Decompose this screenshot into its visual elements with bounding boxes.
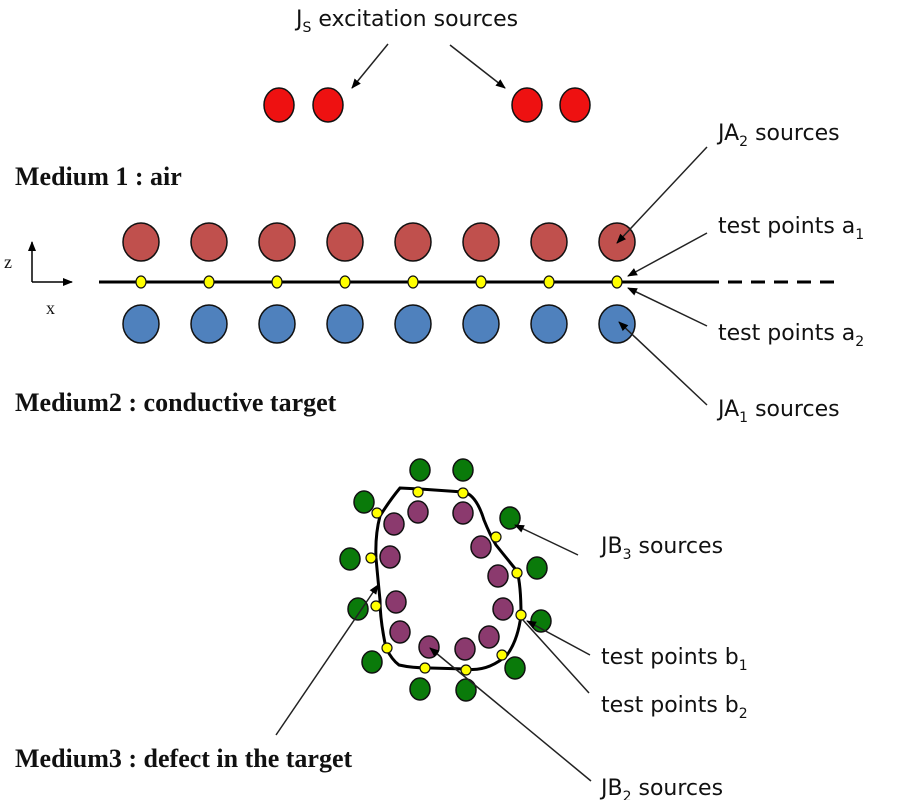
jb3-sources xyxy=(339,458,552,702)
jb2-source xyxy=(385,590,407,614)
test-point-a xyxy=(611,275,623,289)
test-point-a xyxy=(339,275,351,289)
tpa2-arrow xyxy=(627,287,708,327)
ja1-source xyxy=(394,304,432,344)
js-excitation-label: JS excitation sources xyxy=(294,7,518,36)
test-point-b xyxy=(457,487,469,499)
ja2-source xyxy=(530,222,568,262)
jb3-source xyxy=(347,597,369,621)
test-points-b xyxy=(365,486,527,676)
ja2-label: JA2 sources xyxy=(716,121,840,150)
ja2-source xyxy=(394,222,432,262)
test-point-a xyxy=(543,275,555,289)
ja2-source xyxy=(190,222,228,262)
jb2-source xyxy=(383,512,405,536)
jb2-arrow xyxy=(429,647,592,782)
jb2-sources xyxy=(379,500,514,661)
test-points-b2-label: test points b2 xyxy=(601,693,748,722)
jb3-source xyxy=(353,490,375,514)
test-point-a xyxy=(271,275,283,289)
test-point-a xyxy=(203,275,215,289)
test-points-a1-label: test points a1 xyxy=(718,214,864,243)
jb2-label: JB2 sources xyxy=(599,776,723,800)
jb3-source xyxy=(361,650,383,674)
jb3-source xyxy=(452,458,474,482)
tpb1-arrow xyxy=(526,620,591,656)
ja1-source xyxy=(598,304,636,344)
test-point-a xyxy=(135,275,147,289)
test-point-b xyxy=(511,567,523,579)
jb2-source xyxy=(454,637,476,661)
jb3-source xyxy=(455,678,477,702)
jb2-source xyxy=(418,635,440,659)
test-point-b xyxy=(490,531,502,543)
jb3-source xyxy=(504,656,526,680)
test-point-b xyxy=(370,600,382,612)
ja2-source xyxy=(258,222,296,262)
test-point-b xyxy=(365,552,377,564)
ja1-source xyxy=(326,304,364,344)
js-arrow-left xyxy=(351,43,389,89)
ja2-sources xyxy=(122,222,636,262)
medium2-label: Medium2 : conductive target xyxy=(15,388,337,417)
jb3-source xyxy=(339,547,361,571)
jb3-source xyxy=(409,458,431,482)
ja1-source xyxy=(530,304,568,344)
ja1-source xyxy=(258,304,296,344)
axis-z-label: z xyxy=(4,252,12,272)
test-points-a xyxy=(135,275,623,289)
js-arrow-right xyxy=(449,44,506,89)
jb3-arrow xyxy=(514,524,579,556)
tpa1-arrow xyxy=(627,232,708,277)
test-points-b1-label: test points b1 xyxy=(601,645,748,674)
ja1-source xyxy=(462,304,500,344)
medium1-label: Medium 1 : air xyxy=(15,162,182,191)
jb2-source xyxy=(452,501,474,525)
jb3-source xyxy=(526,556,548,580)
excitation-source xyxy=(263,87,295,123)
ja1-label: JA1 sources xyxy=(716,397,840,426)
test-point-b xyxy=(515,609,527,621)
test-point-b xyxy=(460,664,472,676)
test-point-b xyxy=(381,642,393,654)
jb3-source xyxy=(499,506,521,530)
ja2-arrow xyxy=(616,146,708,244)
ja1-sources xyxy=(122,304,636,344)
medium3-arrow xyxy=(275,584,379,736)
test-point-b xyxy=(496,649,508,661)
jb2-source xyxy=(389,620,411,644)
jb2-source xyxy=(379,545,401,569)
jb3-label: JB3 sources xyxy=(599,534,723,563)
axis-indicator: z x xyxy=(4,241,73,318)
ja1-source xyxy=(190,304,228,344)
excitation-source xyxy=(511,87,543,123)
ja1-arrow xyxy=(618,321,708,406)
axis-x-label: x xyxy=(46,298,55,318)
test-point-a xyxy=(407,275,419,289)
tpb2-arrow xyxy=(522,619,590,694)
medium3-label: Medium3 : defect in the target xyxy=(15,744,353,773)
jb2-source xyxy=(407,500,429,524)
jb2-source xyxy=(478,625,500,649)
jb3-source xyxy=(409,677,431,701)
excitation-source xyxy=(312,87,344,123)
ja2-source xyxy=(326,222,364,262)
excitation-source xyxy=(559,87,591,123)
test-point-b xyxy=(419,662,431,674)
test-points-a2-label: test points a2 xyxy=(718,321,864,350)
ja2-source xyxy=(122,222,160,262)
test-point-b xyxy=(412,486,424,498)
ja2-source xyxy=(462,222,500,262)
jb2-source xyxy=(487,564,509,588)
test-point-a xyxy=(475,275,487,289)
excitation-sources xyxy=(263,87,591,123)
ja1-source xyxy=(122,304,160,344)
jb2-source xyxy=(470,535,492,559)
jb2-source xyxy=(492,597,514,621)
test-point-b xyxy=(371,507,383,519)
